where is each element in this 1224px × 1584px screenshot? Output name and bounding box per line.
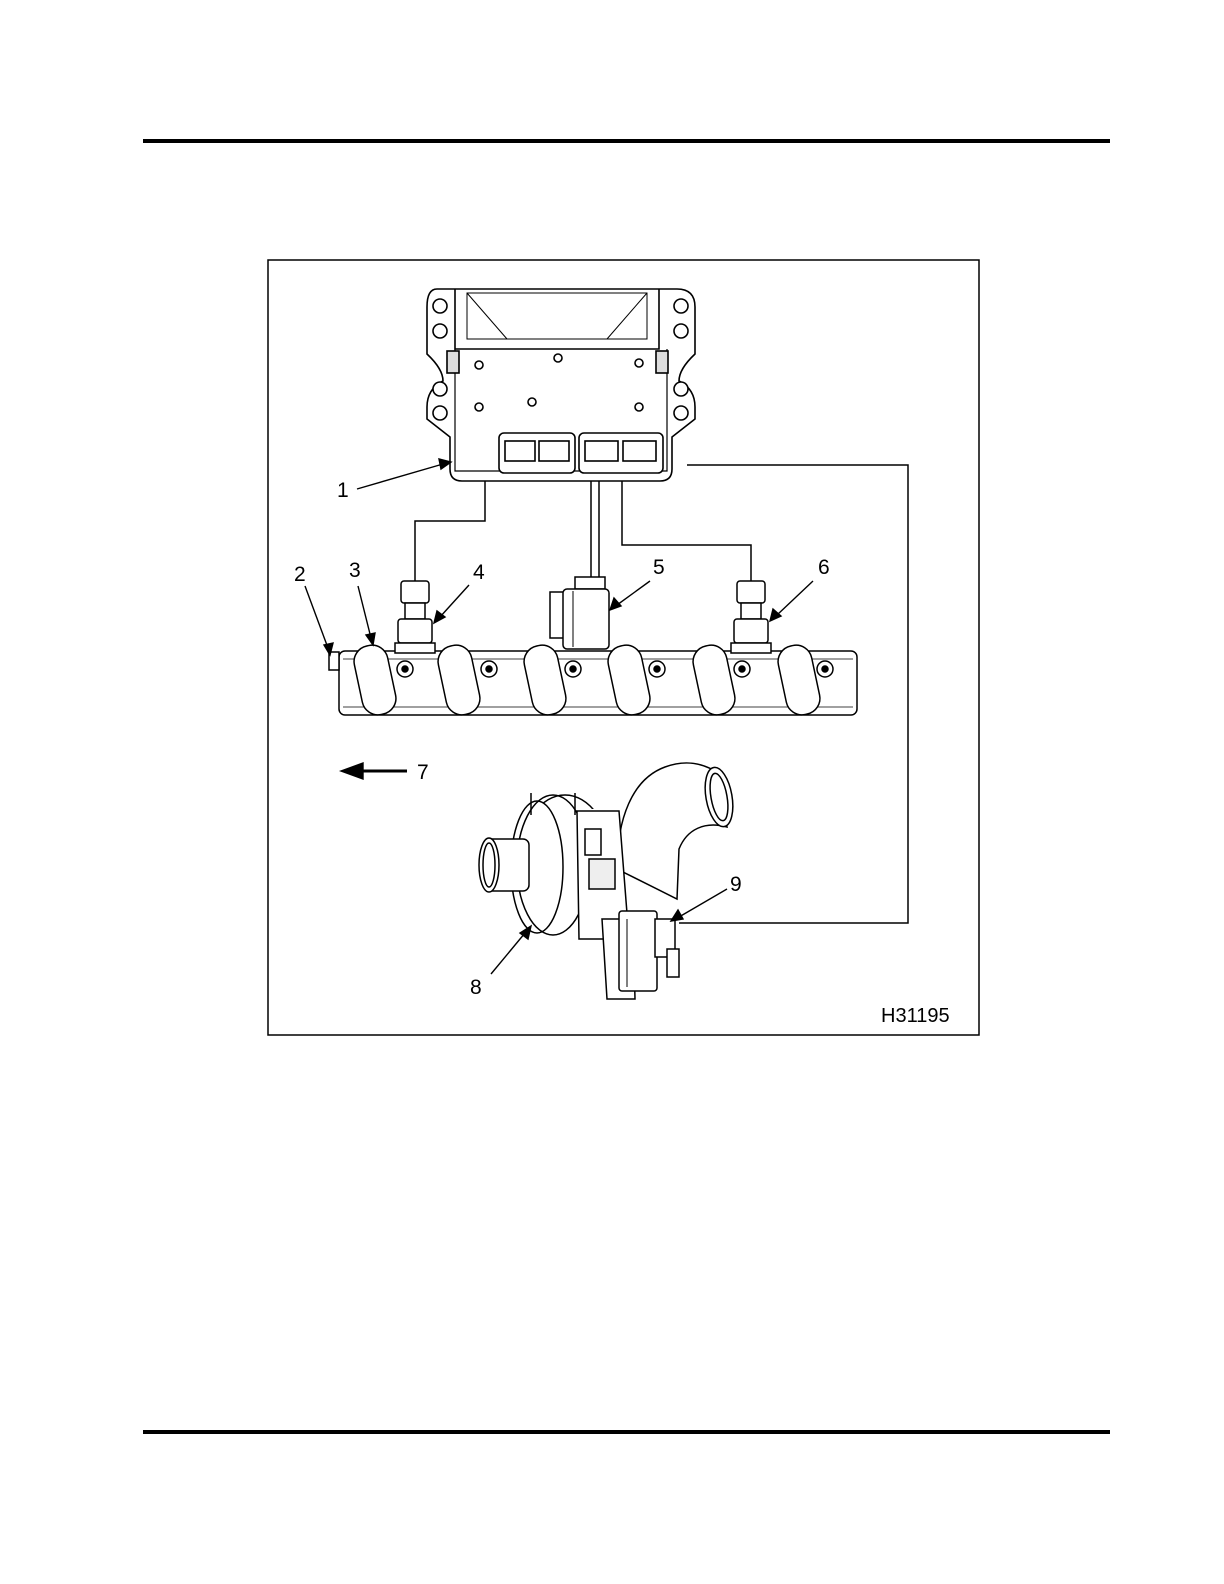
callout-3: 3 [349, 559, 361, 582]
callout-5: 5 [653, 556, 665, 579]
callout-4: 4 [473, 561, 485, 584]
callout-2: 2 [294, 563, 306, 586]
engine-control-diagram: 1 2 3 4 5 6 7 8 9 H31195 [267, 259, 980, 1036]
callout-1: 1 [337, 479, 349, 502]
callout-7: 7 [417, 761, 429, 784]
callout-8: 8 [470, 976, 482, 999]
figure-id: H31195 [881, 1005, 950, 1027]
ecm-module [427, 289, 695, 481]
callout-9: 9 [730, 873, 742, 896]
footer-rule [143, 1430, 1110, 1434]
callout-6: 6 [818, 556, 830, 579]
header-rule [143, 139, 1110, 143]
